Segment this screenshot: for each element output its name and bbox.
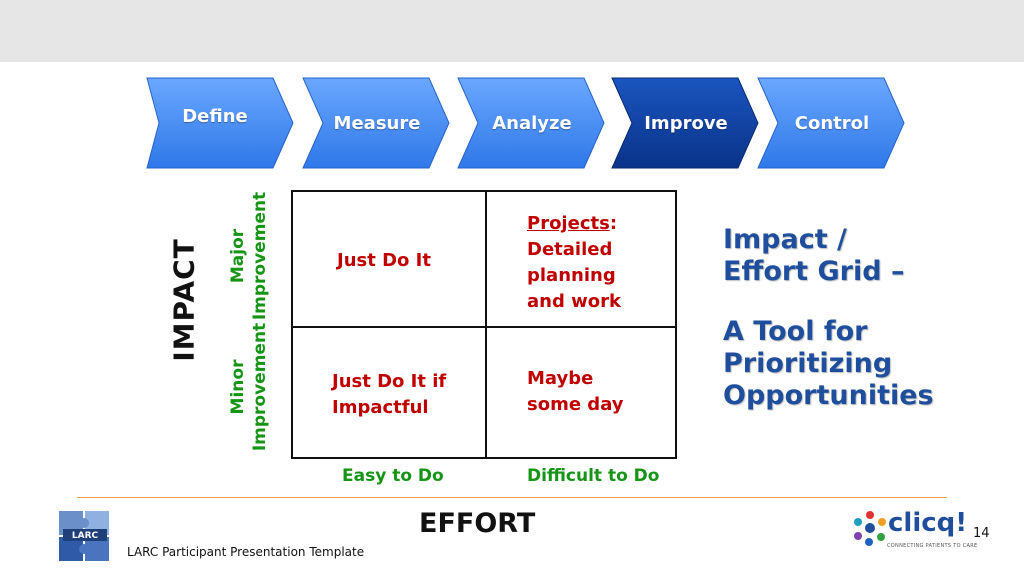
headline-line2: Effort Grid – bbox=[723, 256, 905, 287]
step-control-label: Control bbox=[794, 112, 870, 134]
y-label-major: Major Improvement bbox=[227, 192, 271, 320]
headline-line4: Prioritizing bbox=[723, 348, 893, 379]
grid-vertical-divider bbox=[485, 192, 487, 457]
headline-line3: A Tool for bbox=[723, 316, 868, 347]
y-label-minor-line2: Improvement bbox=[250, 322, 270, 452]
quadrant-bottom-left: Just Do It if Impactful bbox=[332, 369, 446, 421]
step-define[interactable]: Define bbox=[146, 77, 294, 169]
quadrant-bottom-left-line2: Impactful bbox=[332, 397, 429, 418]
template-name: LARC Participant Presentation Template bbox=[127, 545, 365, 559]
y-label-minor: Minor Improvement bbox=[227, 323, 271, 451]
clicq-figures-icon bbox=[854, 511, 886, 546]
page-number: 14 bbox=[973, 526, 990, 541]
step-analyze[interactable]: Analyze bbox=[457, 77, 605, 169]
x-label-easy: Easy to Do bbox=[342, 466, 444, 486]
clicq-wordmark: clicq! bbox=[888, 508, 968, 538]
quadrant-bottom-right-line1: Maybe bbox=[527, 368, 594, 389]
chevron-define-shape bbox=[146, 77, 294, 169]
projects-colon: : bbox=[609, 213, 618, 234]
chevron-control-shape bbox=[757, 77, 905, 169]
x-label-difficult: Difficult to Do bbox=[527, 466, 660, 486]
step-measure[interactable]: Measure bbox=[302, 77, 450, 169]
clicq-tagline: CONNECTING PATIENTS TO CARE bbox=[887, 543, 978, 549]
y-label-minor-line1: Minor bbox=[228, 359, 248, 415]
quadrant-top-left: Just Do It bbox=[337, 248, 431, 274]
larc-logo-text: LARC bbox=[72, 531, 99, 541]
x-axis-title: EFFORT bbox=[419, 508, 536, 539]
quadrant-bottom-left-line1: Just Do It if bbox=[332, 371, 447, 392]
quadrant-top-right-heading: Projects: bbox=[527, 211, 621, 237]
quadrant-bottom-right-line2: some day bbox=[527, 394, 624, 415]
y-label-major-line2: Improvement bbox=[250, 191, 270, 321]
top-banner bbox=[0, 0, 1024, 62]
step-analyze-label: Analyze bbox=[492, 112, 572, 134]
step-control[interactable]: Control bbox=[757, 77, 905, 169]
quadrant-top-right-line2: planning bbox=[527, 265, 616, 286]
grid-horizontal-divider bbox=[293, 326, 675, 328]
clicq-logo-mark bbox=[852, 510, 888, 550]
y-axis-title: IMPACT bbox=[167, 238, 201, 362]
quadrant-bottom-right: Maybe some day bbox=[527, 366, 624, 418]
impact-effort-grid: Just Do It Projects: Detailed planning a… bbox=[291, 190, 677, 459]
headline-line1: Impact / bbox=[723, 224, 847, 255]
larc-puzzle-icon: LARC bbox=[59, 511, 109, 561]
step-define-label: Define bbox=[182, 105, 248, 127]
quadrant-top-right: Projects: Detailed planning and work bbox=[527, 211, 621, 315]
step-improve-label: Improve bbox=[644, 112, 728, 134]
step-improve[interactable]: Improve bbox=[611, 77, 759, 169]
y-label-major-line1: Major bbox=[228, 228, 248, 284]
chevron-improve-shape bbox=[611, 77, 759, 169]
quadrant-top-right-line3: and work bbox=[527, 291, 621, 312]
quadrant-top-right-line1: Detailed bbox=[527, 239, 613, 260]
larc-logo: LARC bbox=[57, 507, 113, 569]
quadrant-top-left-text: Just Do It bbox=[337, 250, 431, 271]
chevron-analyze-shape bbox=[457, 77, 605, 169]
footer-divider bbox=[77, 497, 947, 498]
projects-title: Projects bbox=[527, 213, 610, 234]
headline-line5: Opportunities bbox=[723, 380, 934, 411]
chevron-measure-shape bbox=[302, 77, 450, 169]
step-measure-label: Measure bbox=[333, 112, 421, 134]
